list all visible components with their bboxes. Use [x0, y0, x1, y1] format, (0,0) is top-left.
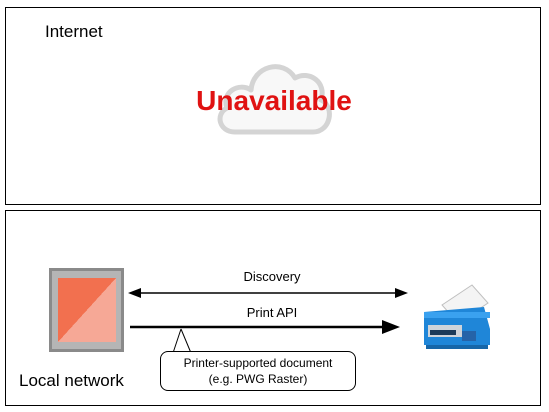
discovery-arrow — [128, 288, 408, 298]
cloud-icon — [217, 64, 332, 135]
print-api-arrow — [130, 320, 400, 334]
connection-diagram — [49, 268, 490, 354]
printer-icon — [424, 284, 490, 349]
callout-pointer — [172, 328, 192, 354]
discovery-label: Discovery — [243, 269, 301, 284]
print-api-label: Print API — [246, 305, 298, 320]
unavailable-status: Unavailable — [196, 85, 352, 116]
callout-line-1: Printer-supported document — [183, 356, 333, 370]
internet-label: Internet — [45, 22, 103, 41]
internet-panel: Internet Unavailable — [5, 7, 541, 205]
callout-line-2: (e.g. PWG Raster) — [208, 372, 308, 386]
document-callout: Printer-supported document (e.g. PWG Ras… — [160, 351, 356, 391]
tablet-icon — [49, 268, 124, 352]
local-network-panel: Discovery Print API Printer-supported do… — [5, 210, 541, 406]
local-network-label: Local network — [19, 371, 124, 390]
